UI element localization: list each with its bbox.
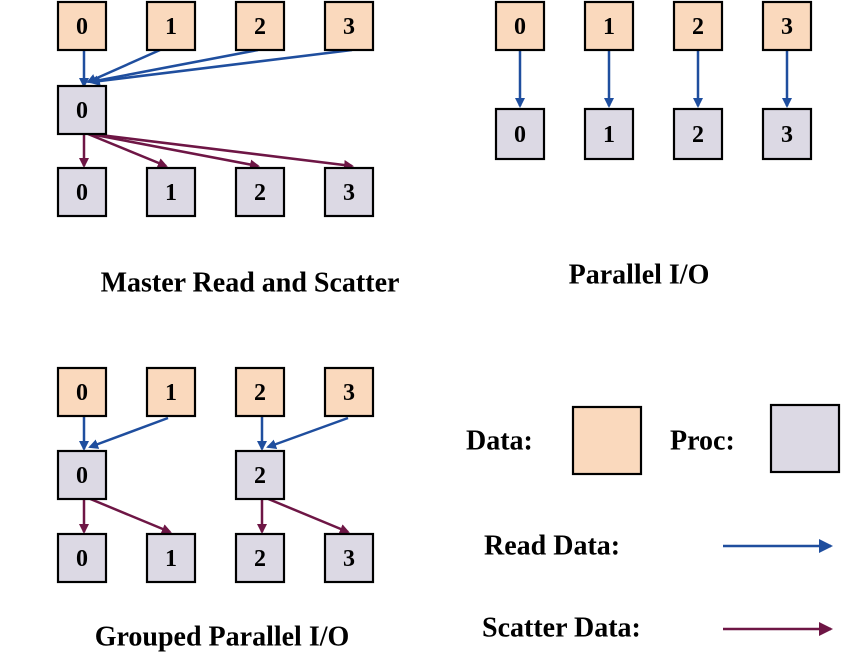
proc-box-label: 1: [603, 122, 615, 148]
proc-box-label: 3: [343, 180, 355, 206]
data-box: [494, 0, 546, 52]
data-box-label: 1: [603, 14, 615, 40]
group-master-proc-label: 0: [76, 463, 88, 489]
proc-box: [323, 532, 375, 584]
proc-box: [56, 532, 108, 584]
legend-data-label: Data:: [466, 426, 533, 457]
data-box: [145, 0, 197, 52]
scatter-arrow: [87, 496, 172, 534]
parallel-caption: Parallel I/O: [569, 260, 710, 291]
group-master-proc-box: [234, 449, 286, 501]
legend-data-swatch: [571, 405, 643, 476]
data-box: [672, 0, 724, 52]
parallel-read-arrows: [515, 50, 792, 108]
master-scatter-arrows: [79, 132, 354, 170]
data-box-label: 1: [165, 380, 177, 406]
data-box: [323, 366, 375, 418]
proc-box: [323, 166, 375, 218]
read-arrow: [88, 416, 169, 449]
data-box-label: 1: [165, 14, 177, 40]
group-master-proc-label: 2: [254, 463, 266, 489]
data-box-label: 3: [343, 380, 355, 406]
data-box-label: 3: [781, 14, 793, 40]
data-box: [761, 0, 813, 52]
proc-box-label: 1: [165, 180, 177, 206]
read-arrow: [266, 416, 349, 449]
legend-read-label: Read Data:: [484, 531, 620, 562]
proc-box-label: 2: [254, 546, 266, 572]
data-box-label: 2: [254, 380, 266, 406]
parallel-io-panel: 0 1 2 3 0 1 2 3 Parallel I/O: [494, 0, 813, 291]
data-box-label: 0: [76, 14, 88, 40]
data-box: [145, 366, 197, 418]
proc-box-label: 0: [76, 180, 88, 206]
proc-box-label: 2: [692, 122, 704, 148]
master-read-scatter-panel: 0 1 2 3 0 0 1 2 3 Master Read and Scatte…: [56, 0, 400, 299]
proc-box-label: 0: [76, 546, 88, 572]
grouped-parallel-io-panel: 0 1 2 3 0 2 0 1 2 3 Grouped Parallel I/O: [56, 366, 375, 653]
proc-box: [583, 107, 635, 161]
proc-box-label: 1: [165, 546, 177, 572]
group-master-proc-box: [56, 449, 108, 501]
grouped-scatter-arrows: [79, 496, 350, 534]
proc-box: [234, 532, 286, 584]
proc-box: [234, 166, 286, 218]
proc-box-label: 3: [343, 546, 355, 572]
proc-box-label: 2: [254, 180, 266, 206]
scatter-arrow: [87, 132, 168, 168]
master-caption: Master Read and Scatter: [101, 268, 400, 299]
read-arrow: [88, 48, 259, 86]
proc-box-label: 0: [514, 122, 526, 148]
data-box-label: 2: [254, 14, 266, 40]
proc-box-label: 3: [781, 122, 793, 148]
grouped-read-arrows: [79, 415, 349, 451]
proc-box: [145, 532, 197, 584]
legend: Data: Proc: Read Data: Scatter Data:: [466, 403, 841, 644]
proc-box: [56, 166, 108, 218]
read-arrow: [90, 48, 353, 86]
data-box: [583, 0, 635, 52]
data-box-label: 0: [514, 14, 526, 40]
data-box-label: 0: [76, 380, 88, 406]
scatter-arrow: [265, 496, 350, 534]
proc-box: [672, 107, 724, 161]
scatter-arrow: [89, 132, 260, 170]
data-box: [234, 366, 286, 418]
scatter-arrow: [91, 132, 354, 170]
proc-box: [761, 107, 813, 161]
legend-scatter-label: Scatter Data:: [482, 613, 641, 644]
data-box: [56, 366, 108, 418]
data-box: [234, 0, 286, 52]
master-proc-label: 0: [76, 98, 88, 124]
proc-box: [145, 166, 197, 218]
data-box-label: 3: [343, 14, 355, 40]
master-read-arrows: [79, 48, 353, 88]
data-box-label: 2: [692, 14, 704, 40]
grouped-caption: Grouped Parallel I/O: [95, 622, 350, 653]
legend-proc-swatch: [769, 403, 841, 474]
data-box: [323, 0, 375, 52]
proc-box: [494, 107, 546, 161]
legend-proc-label: Proc:: [670, 426, 735, 457]
data-box: [56, 0, 108, 52]
master-proc-box: [56, 84, 108, 136]
